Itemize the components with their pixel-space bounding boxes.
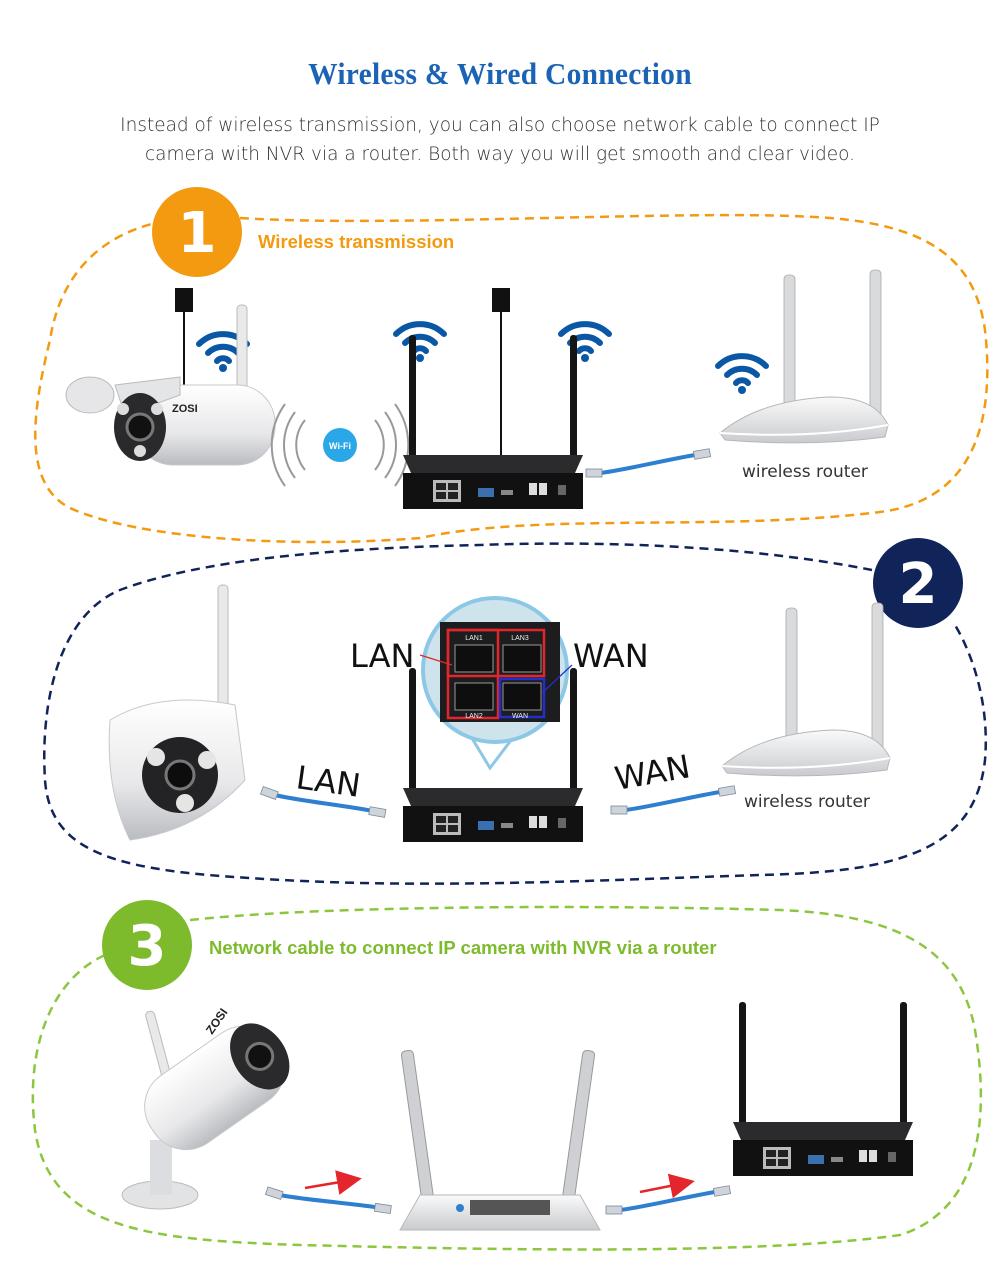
wifi-icon — [561, 324, 609, 362]
port-label-lan1: LAN1 — [465, 635, 483, 642]
nvr-device — [403, 335, 583, 509]
network-cable — [584, 446, 713, 479]
nvr-device — [733, 1002, 913, 1176]
section-2-dashed-border — [43, 542, 987, 885]
step-2-number: 2 — [899, 552, 938, 617]
port-label-lan3: LAN3 — [511, 635, 529, 642]
arrow-icon — [304, 1170, 362, 1195]
wifi-badge — [323, 428, 357, 462]
router-label: wireless router — [744, 792, 870, 812]
ip-camera-wireless — [112, 303, 277, 467]
cable-lan-label: LAN — [294, 758, 363, 805]
camera-mount — [65, 376, 115, 414]
port-zoom-callout: LAN1 LAN3 LAN2 WAN — [421, 596, 569, 771]
cable-wan-label: WAN — [612, 747, 693, 798]
network-cable — [263, 1165, 395, 1235]
ip-camera-front — [108, 584, 246, 841]
step-2-badge — [873, 538, 963, 628]
ip-camera-angled — [121, 1010, 290, 1210]
router-label: wireless router — [742, 462, 868, 482]
network-cable — [604, 1183, 733, 1216]
wifi-badge-label: Wi-Fi — [329, 441, 351, 451]
step-1-badge — [152, 187, 242, 277]
step-3-badge — [102, 900, 192, 990]
router-rear-view — [399, 1049, 601, 1231]
camera-brand-logo: ZOSI — [172, 403, 198, 415]
page-title: Wireless & Wired Connection — [308, 56, 692, 91]
wifi-icon — [718, 356, 766, 394]
section-1-label: Wireless transmission — [258, 231, 454, 252]
section-1-wireless: 1 Wireless transmission ZOSI Wi-Fi wirel… — [34, 187, 989, 544]
wan-label: WAN — [573, 637, 649, 675]
section-2-wired-lan: 2 LAN LAN1 LAN3 LAN2 WAN LAN WAN — [43, 538, 987, 885]
port-label-lan2: LAN2 — [465, 713, 483, 720]
step-3-number: 3 — [128, 914, 167, 979]
section-1-dashed-border — [34, 213, 989, 544]
lan-pointer-line — [419, 654, 453, 666]
wireless-router — [721, 602, 891, 777]
subtitle-line-1: Instead of wireless transmission, you ca… — [120, 115, 880, 136]
subtitle-line-2: camera with NVR via a router. Both way y… — [144, 144, 856, 165]
step-1-number: 1 — [178, 201, 217, 266]
port-label-wan: WAN — [512, 713, 528, 720]
arrow-icon — [639, 1173, 695, 1199]
wifi-signal-waves — [270, 403, 410, 487]
power-adapter-icon — [492, 288, 510, 455]
wan-pointer-line — [541, 664, 573, 694]
section-3-dashed-border — [31, 905, 983, 1251]
section-3-router-cable: 3 Network cable to connect IP camera wit… — [31, 900, 983, 1251]
power-adapter-icon — [175, 288, 193, 385]
lan-label: LAN — [350, 637, 414, 675]
wifi-icon — [396, 324, 444, 362]
section-3-label: Network cable to connect IP camera with … — [209, 937, 717, 958]
